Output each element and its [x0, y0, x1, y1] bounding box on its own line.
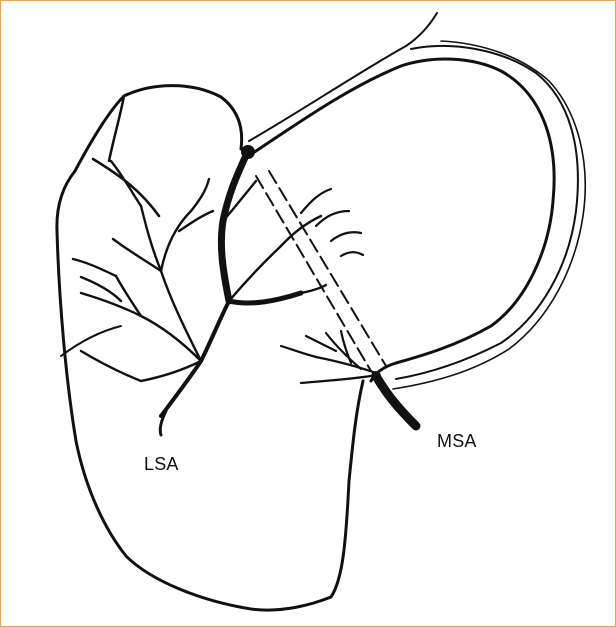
head-inner-boundary	[253, 59, 554, 381]
msa-knot	[371, 371, 381, 381]
main-vessel-trunk	[221, 151, 248, 301]
vessel-knot	[241, 145, 255, 159]
septum-line-2	[93, 159, 159, 216]
head-outer-boundary-2	[393, 41, 585, 389]
septum-line-3	[61, 326, 121, 356]
lsa-label: LSA	[144, 454, 179, 475]
growth-plate-line-2	[269, 171, 386, 366]
msa-vessel	[376, 376, 416, 426]
growth-plate-line-1	[256, 176, 371, 371]
lsa-branches	[73, 161, 326, 435]
msa-label: MSA	[437, 431, 477, 452]
head-outer-boundary	[249, 13, 578, 379]
